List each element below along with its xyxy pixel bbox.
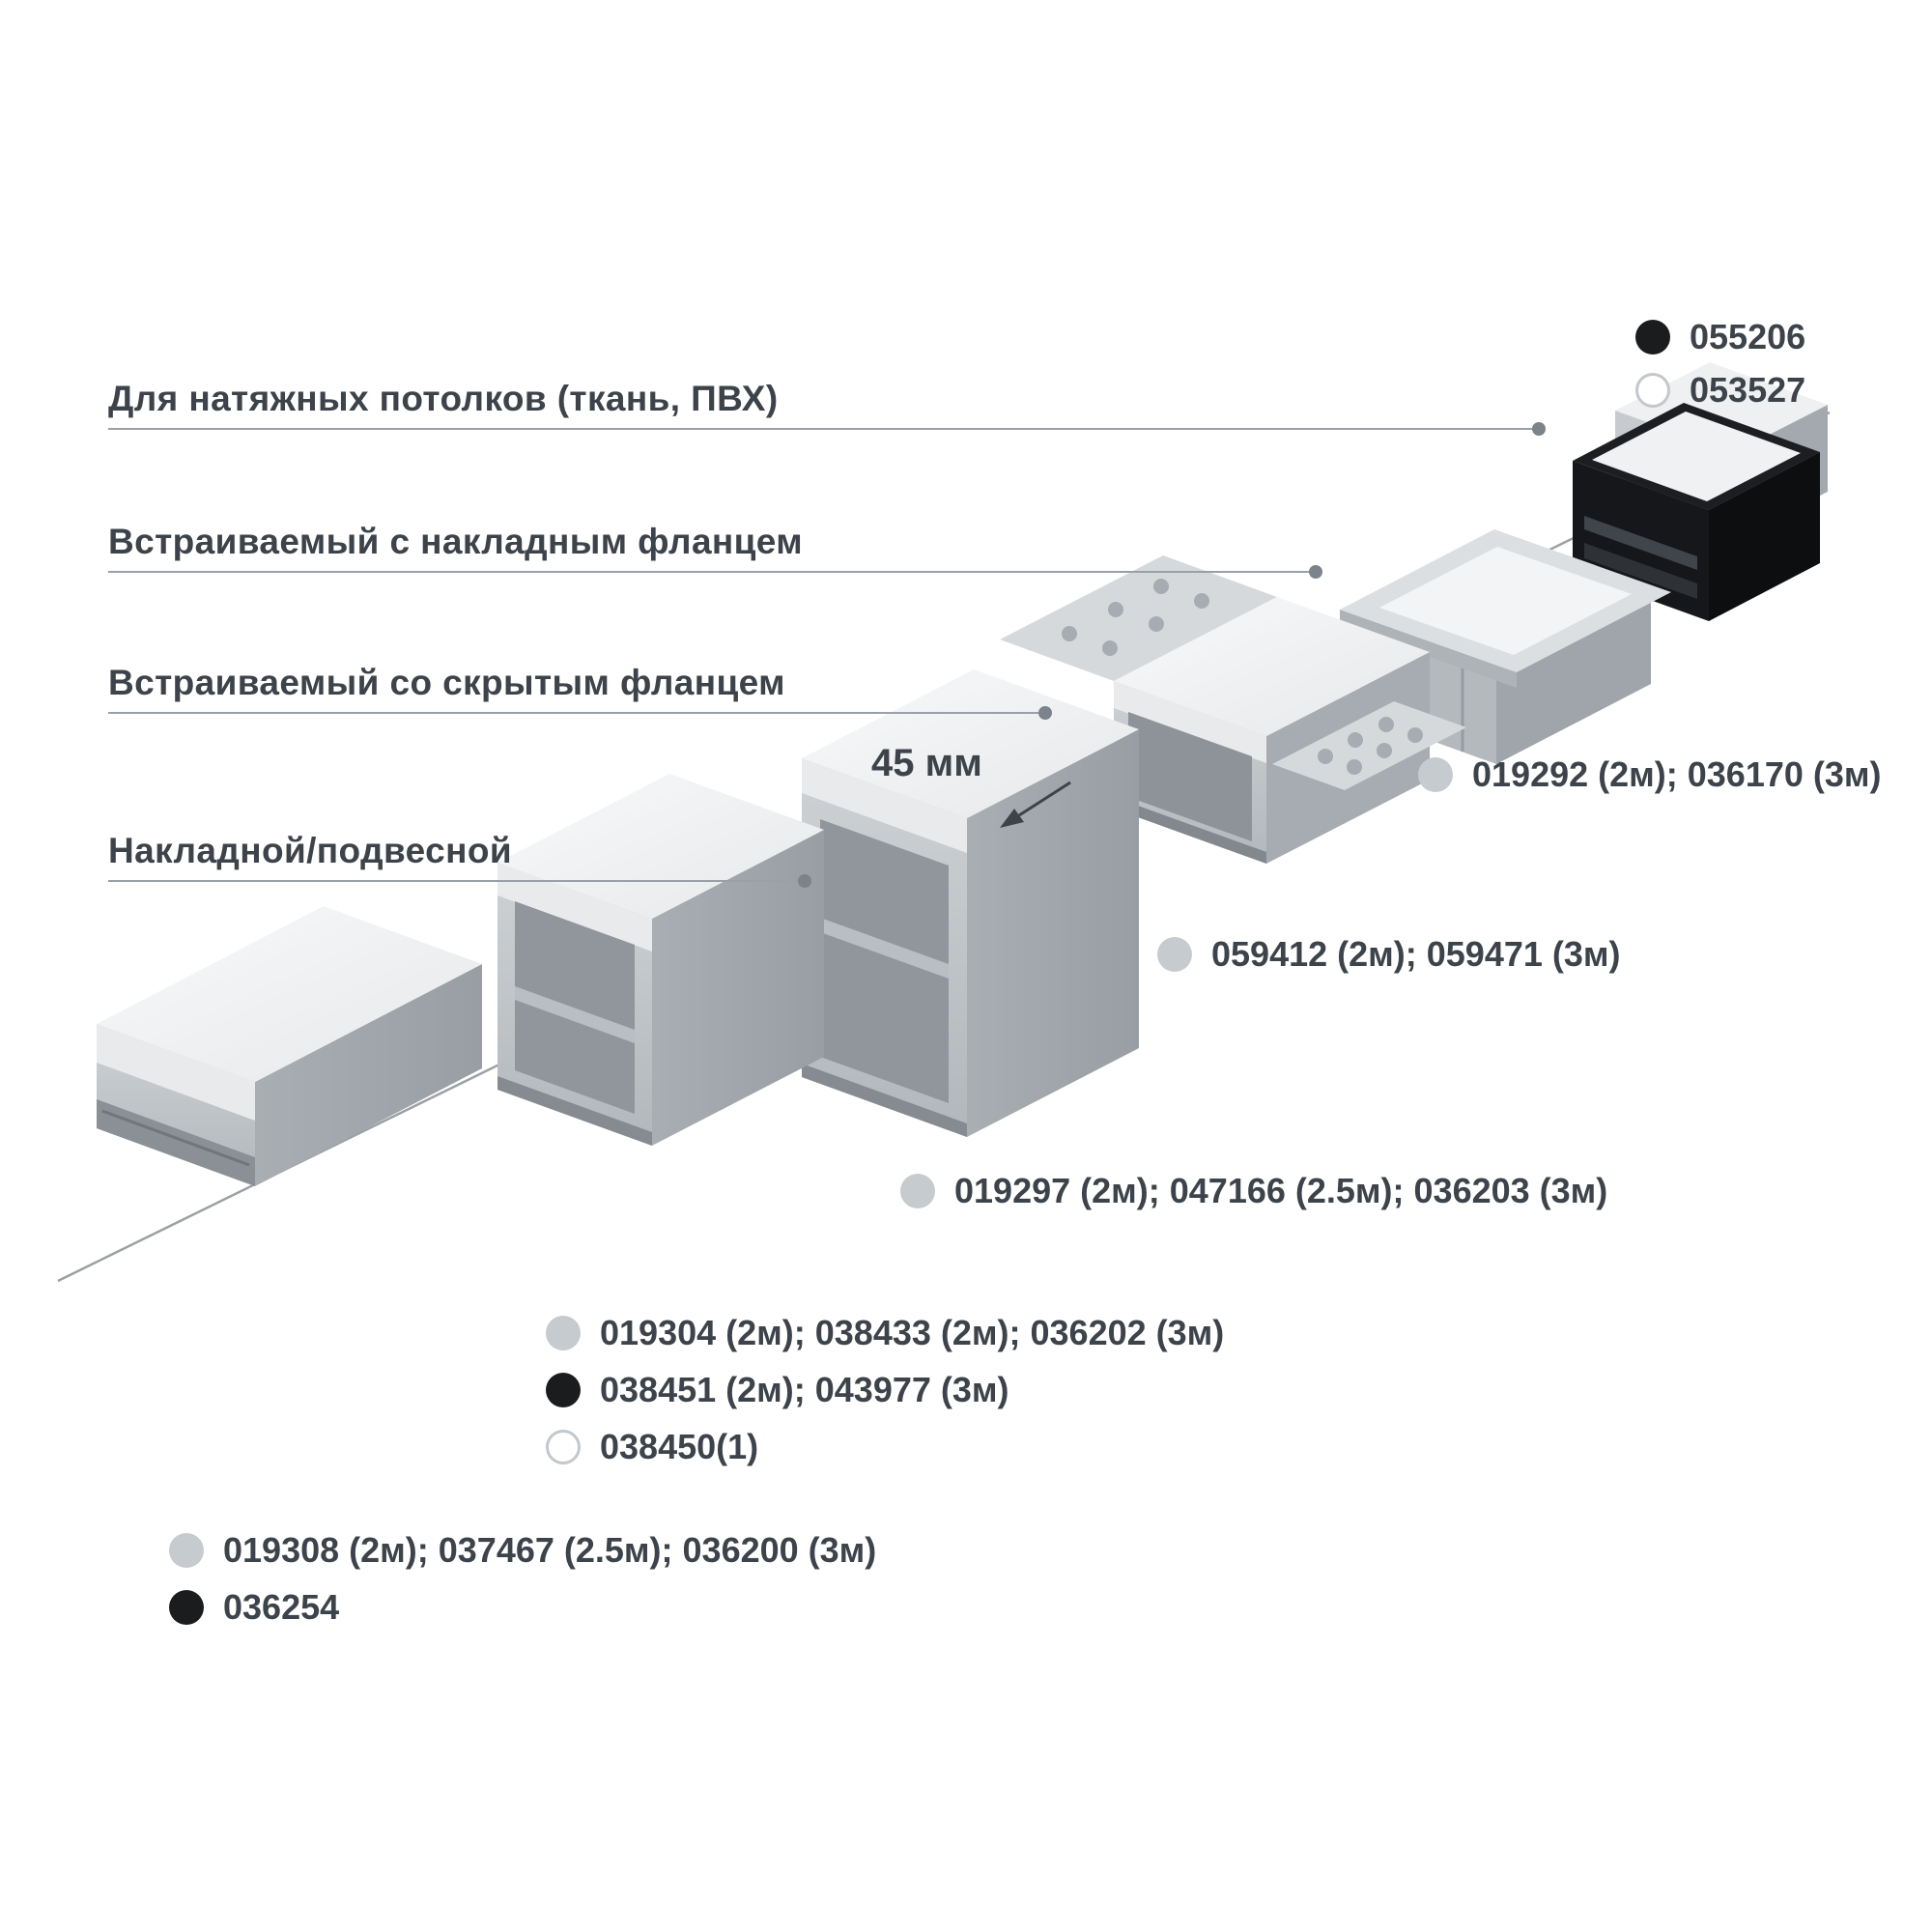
dimension-label-45mm: 45 мм	[871, 742, 982, 784]
code-row: 019297 (2м); 047166 (2.5м); 036203 (3м)	[900, 1167, 1607, 1215]
code-row: 019308 (2м); 037467 (2.5м); 036200 (3м)	[169, 1526, 876, 1575]
code-label: 059412 (2м); 059471 (3м)	[1211, 934, 1621, 974]
code-label: 019304 (2м); 038433 (2м); 036202 (3м)	[600, 1313, 1225, 1352]
marker-dot	[546, 1430, 581, 1464]
marker-dot	[900, 1174, 935, 1208]
code-label: 055206	[1690, 317, 1806, 356]
marker-dot	[1635, 373, 1670, 408]
code-label: 019297 (2м); 047166 (2.5м); 036203 (3м)	[954, 1171, 1608, 1210]
code-row: 055206	[1635, 313, 1805, 361]
profile-surface-mid	[497, 774, 824, 1146]
code-label: 019308 (2м); 037467 (2.5м); 036200 (3м)	[223, 1530, 877, 1570]
leader-line-recessed-flange	[108, 565, 1322, 579]
code-label: 038450(1)	[600, 1427, 759, 1466]
marker-dot	[1418, 757, 1453, 792]
code-label: 038451 (2м); 043977 (3м)	[600, 1370, 1009, 1409]
profile-recessed-hidden-flange	[1000, 555, 1466, 864]
leader-line-surface-pendant	[108, 874, 811, 888]
profile-surface-tall	[802, 669, 1139, 1137]
category-label-recessed-hidden-flange: Встраиваемый со скрытым фланцем	[108, 663, 785, 702]
code-row: 019292 (2м); 036170 (3м)	[1418, 751, 1882, 799]
code-row: 059412 (2м); 059471 (3м)	[1157, 930, 1621, 979]
leader-line-stretch-ceiling	[108, 422, 1546, 436]
perforated-flange-right	[1272, 701, 1466, 790]
marker-dot	[169, 1533, 204, 1568]
code-row: 038451 (2м); 043977 (3м)	[546, 1366, 1009, 1414]
code-label: 019292 (2м); 036170 (3м)	[1472, 754, 1882, 794]
code-label: 036254	[223, 1587, 340, 1627]
code-row: 053527	[1635, 366, 1805, 414]
marker-dot	[1157, 937, 1192, 972]
marker-dot	[1635, 320, 1670, 355]
category-label-recessed-flange: Встраиваемый с накладным фланцем	[108, 522, 804, 561]
marker-dot	[169, 1590, 204, 1625]
code-row: 019304 (2м); 038433 (2м); 036202 (3м)	[546, 1309, 1224, 1357]
category-label-surface-pendant: Накладной/подвесной	[108, 831, 512, 870]
code-row: 036254	[169, 1583, 339, 1632]
marker-dot	[546, 1316, 581, 1350]
code-label: 053527	[1690, 370, 1806, 410]
perforated-flange-left	[1000, 555, 1277, 681]
code-row: 038450(1)	[546, 1423, 758, 1471]
marker-dot	[546, 1373, 581, 1407]
profile-surface-low	[97, 906, 482, 1186]
leader-line-recessed-hidden-flange	[108, 706, 1052, 720]
dimension-arrow-45mm	[1000, 781, 1071, 828]
category-label-stretch-ceiling: Для натяжных потолков (ткань, ПВХ)	[108, 379, 779, 418]
